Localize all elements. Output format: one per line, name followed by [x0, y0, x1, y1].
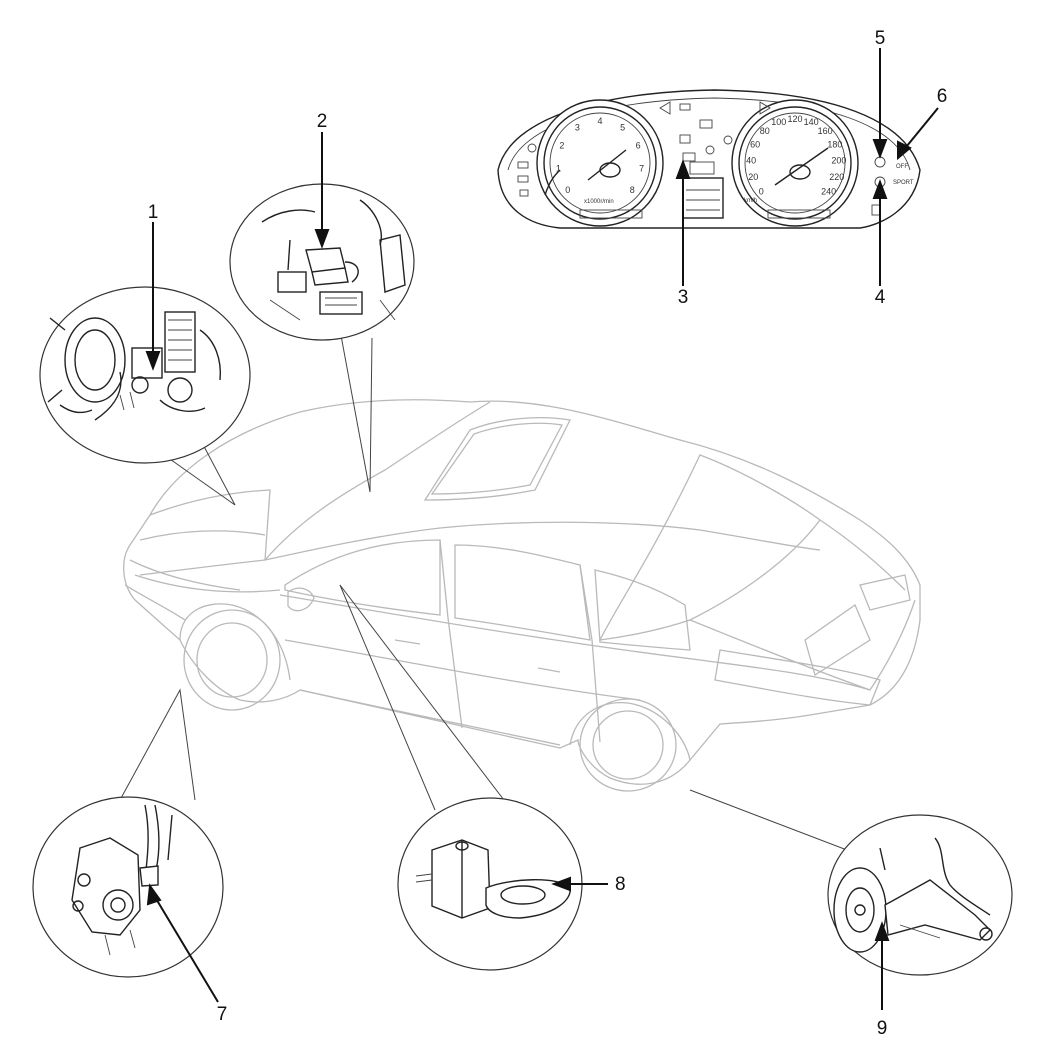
tach-tick-7: 7: [639, 164, 644, 174]
callout-label-6: 6: [937, 86, 948, 107]
speed-tick-10: 200: [831, 155, 846, 165]
tach-unit-label: x1000r/min: [584, 199, 614, 205]
tach-tick-1: 1: [556, 164, 561, 174]
off-label: OFF: [896, 164, 908, 170]
callout-label-1: 1: [148, 202, 159, 223]
speed-tick-8: 160: [818, 126, 833, 136]
rear-hub-drawing: [833, 837, 993, 953]
seatbelt-icon: [699, 119, 713, 129]
warning-lamp-icons: SPORT OFF: [517, 101, 914, 216]
speed-tick-2: 40: [746, 155, 756, 165]
headlamp-icon: [679, 103, 691, 111]
callout-label-4: 4: [875, 287, 886, 308]
sensor-module-drawing: [415, 839, 571, 919]
callout-label-9: 9: [877, 1018, 888, 1039]
control-module-drawing: [261, 199, 406, 321]
brake-icon: [723, 135, 733, 145]
detail-bubble-2: 2: [229, 111, 415, 493]
tach-tick-5: 5: [620, 123, 625, 133]
speed-tick-9: 180: [827, 139, 842, 149]
speed-tick-7: 140: [804, 117, 819, 127]
sedan-car-outline: [123, 399, 921, 792]
speed-tick-6: 120: [787, 114, 802, 124]
tach-tick-2: 2: [559, 140, 564, 150]
tach-tick-8: 8: [630, 185, 635, 195]
speed-tick-3: 60: [750, 139, 760, 149]
callout-label-3: 3: [678, 287, 689, 308]
tachometer-gauge: 0 1 2 3 4 5 6 7 8 x1000r/min: [536, 99, 664, 227]
fuel-icon: [519, 189, 529, 197]
speed-tick-5: 100: [771, 117, 786, 127]
callout-label-5: 5: [875, 28, 886, 49]
callout-label-2: 2: [317, 111, 328, 132]
esc-lamp-icon: [682, 152, 696, 162]
door-icon: [517, 161, 529, 169]
speed-tick-4: 80: [760, 126, 770, 136]
turn-left-icon: [659, 101, 671, 115]
callout-label-8: 8: [615, 874, 626, 895]
speed-unit-label: km/h: [744, 198, 757, 204]
airbag-icon: [527, 143, 537, 153]
trunk-icon: [517, 175, 529, 183]
sport-label: SPORT: [893, 180, 914, 186]
speed-tick-0: 0: [759, 186, 764, 196]
detail-bubble-8: 8: [339, 584, 626, 971]
speed-tick-11: 220: [829, 172, 844, 182]
speed-tick-12: 240: [821, 186, 836, 196]
detail-bubble-7: 7: [32, 688, 228, 1025]
tach-tick-3: 3: [575, 123, 580, 133]
speed-tick-1: 20: [748, 172, 758, 182]
front-knuckle-drawing: [71, 804, 173, 956]
tach-tick-6: 6: [636, 140, 641, 150]
detail-bubble-9: 9: [689, 789, 1013, 1039]
turn-right-icon: [759, 101, 771, 115]
tach-tick-0: 0: [565, 185, 570, 195]
callout-label-7: 7: [217, 1004, 228, 1025]
oil-icon: [705, 145, 715, 155]
detail-bubble-1: 1: [39, 202, 251, 506]
tach-tick-4: 4: [597, 116, 602, 126]
center-lcd-display: [682, 161, 724, 219]
abs-lamp-icon: [679, 134, 691, 144]
